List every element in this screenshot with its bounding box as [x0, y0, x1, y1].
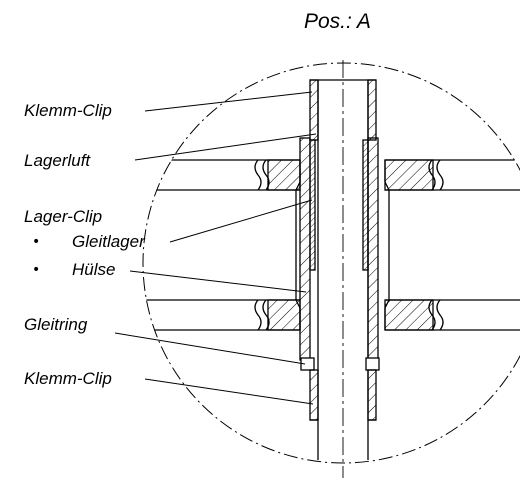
- leader-klemm-clip-bottom: [144, 378, 314, 405]
- slide-ring-left: [300, 357, 315, 371]
- position-title: Pos.: A: [304, 10, 371, 33]
- leader-huelse: [129, 270, 307, 293]
- clamp-clip-bottom: [309, 369, 319, 421]
- lower-plate: [143, 299, 520, 331]
- clamp-clip-bottom-right: [367, 369, 377, 421]
- label-lager-clip: Lager-Clip: [24, 207, 103, 226]
- leader-gleitlager: [169, 199, 313, 243]
- sleeve-left: [299, 137, 311, 361]
- slide-ring-right: [365, 357, 380, 371]
- clamp-clip-top: [309, 79, 319, 141]
- leader-klemm-clip-top: [144, 91, 313, 112]
- sleeve-right: [367, 137, 379, 361]
- right-bore-wall: [384, 160, 390, 330]
- label-gleitlager: Gleitlager: [72, 232, 145, 251]
- leader-gleitring: [114, 332, 306, 365]
- label-huelse: Hülse: [72, 260, 116, 279]
- bullet-huelse: •: [32, 262, 41, 278]
- label-klemm-clip-bottom: Klemm-Clip: [24, 369, 112, 388]
- label-lagerluft: Lagerluft: [24, 151, 91, 170]
- upper-plate: [143, 159, 520, 191]
- label-klemm-clip-top: Klemm-Clip: [24, 101, 112, 120]
- label-gleitring: Gleitring: [24, 315, 88, 334]
- slide-bearing-left: [309, 139, 316, 271]
- detail-circle: [142, 62, 520, 464]
- slide-bearing-right: [362, 139, 369, 271]
- clamp-clip-top-right: [367, 79, 377, 141]
- leader-lagerluft: [134, 133, 317, 161]
- bullet-gleitlager: •: [32, 234, 41, 250]
